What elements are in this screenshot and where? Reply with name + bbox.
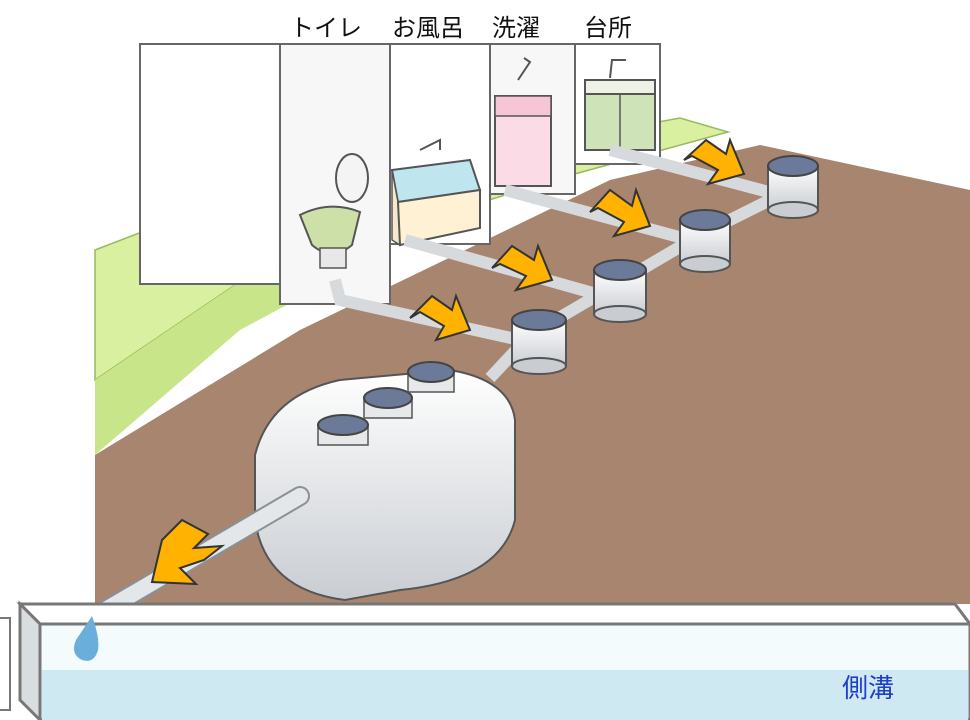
- flow-arrow-1: [409, 292, 472, 342]
- label-bath: お風呂: [392, 14, 464, 42]
- flow-arrow-3: [589, 186, 652, 238]
- side-ditch: [0, 600, 970, 720]
- label-side-ditch: 側溝: [842, 674, 895, 704]
- washing-machine: [494, 57, 552, 187]
- label-kitchen: 台所: [584, 14, 632, 42]
- label-laundry: 洗濯: [492, 14, 540, 42]
- basin-2: [593, 259, 647, 323]
- inspection-basins: [511, 155, 819, 375]
- water-drop: [74, 616, 99, 661]
- flow-arrow-5: [150, 518, 226, 586]
- septic-tank: [254, 361, 516, 602]
- basin-1: [511, 309, 567, 375]
- label-toilet: トイレ: [290, 14, 362, 42]
- tank-manholes: [317, 361, 455, 446]
- flow-arrow-4: [683, 136, 746, 186]
- basin-3: [679, 209, 731, 273]
- flow-arrow-2: [491, 242, 554, 292]
- kitchen-sink: [584, 59, 656, 151]
- bathtub-fixture: [390, 138, 482, 247]
- toilet-fixture: [298, 153, 369, 269]
- flow-arrows: [150, 136, 746, 586]
- basin-4: [767, 155, 819, 219]
- header-labels: トイレ お風呂 洗濯 台所: [0, 4, 970, 42]
